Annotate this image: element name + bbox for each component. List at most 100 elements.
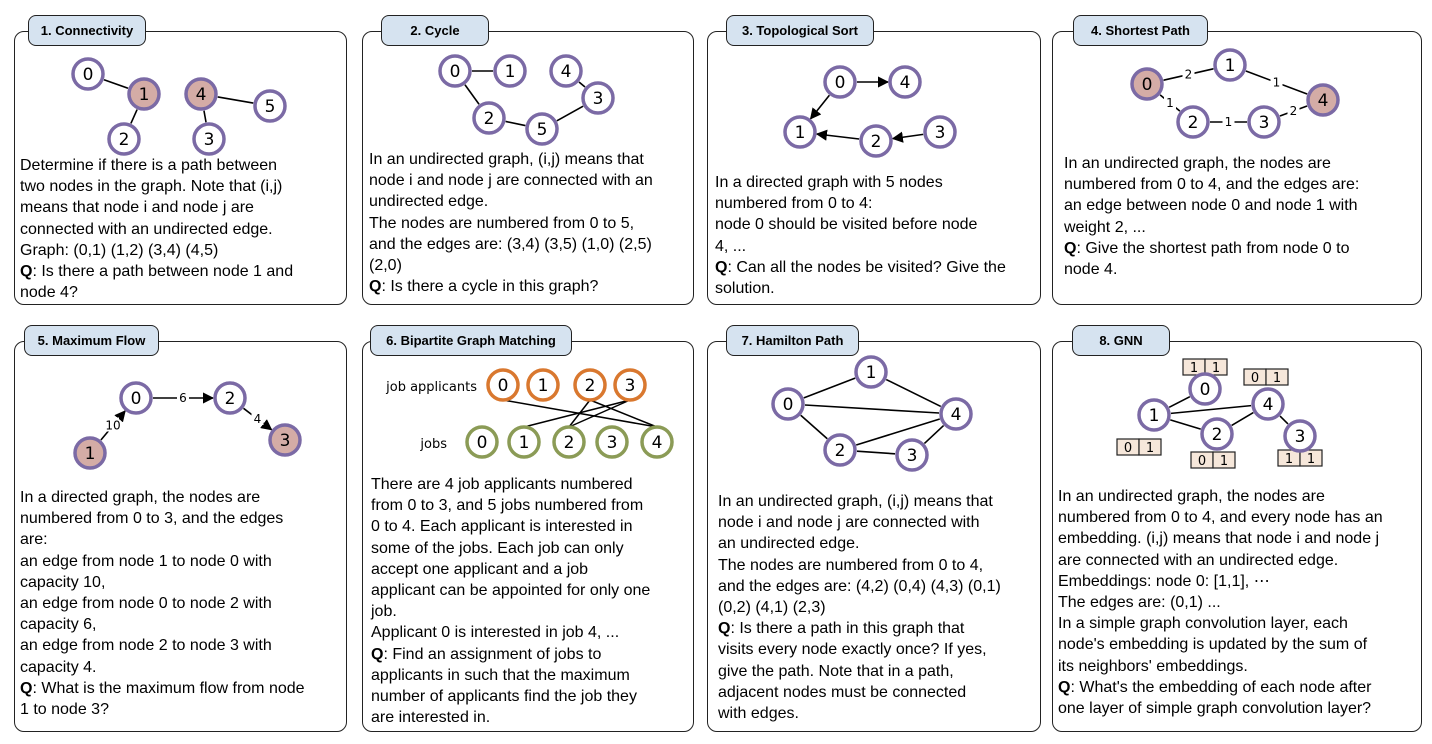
line-text: and the edges are: (3,4) (3,5) (1,0) (2,… [369,235,652,253]
node-circle [268,423,302,457]
node-circle [854,355,888,389]
text-line: The edges are: (0,1) ... [1058,592,1383,613]
weight-bg [1164,95,1176,109]
text-line: accept one applicant and a job [371,559,650,580]
line-text: are: [20,531,48,549]
line-text: : Can all the nodes be visited? Give the [727,258,1006,276]
text-line: node 4. [1064,259,1359,280]
node-circle [493,54,527,88]
node-label: 3 [935,123,946,143]
line-text: an undirected edge. [718,535,860,553]
edge [803,377,856,399]
node-circle [525,112,559,146]
text-line: some of the jobs. Each job can only [371,538,650,559]
graph-node: 2 [107,122,141,156]
edge-weight: 1 [1273,76,1281,90]
graph-node: 3 [895,438,929,472]
line-text: some of the jobs. Each job can only [371,539,624,557]
line-text: : Is there a cycle in this graph? [381,278,599,296]
line-text: are connected with an undirected edge. [1058,551,1339,569]
node-label: 1 [519,433,530,453]
node-label: 0 [477,433,488,453]
node-label: 4 [1263,395,1274,415]
node-label: 3 [593,89,604,109]
edge [855,418,941,446]
node-label: 4 [951,405,962,425]
line-text: 0 to 4. Each applicant is interested in [371,518,633,536]
line-text: are interested in. [371,709,491,727]
graph-node: 2 [1176,105,1210,139]
line-text: connected with an undirected edge. [20,220,273,238]
line-text: an edge between node 0 and node 1 with [1064,197,1358,215]
node-label: 4 [1318,91,1329,111]
node-circle [486,368,520,402]
line-text: embedding. (i,j) means that node i and n… [1058,530,1380,548]
line-text: node's embedding is updated by the sum o… [1058,636,1368,654]
panel-title: 5. Maximum Flow [24,325,159,356]
graph-node: 3 [1283,419,1317,453]
line-text: : Give the shortest path from node 0 to [1076,239,1350,257]
line-text: : Find an assignment of jobs to [383,645,602,663]
line-text: In a directed graph with 5 nodes [715,174,943,191]
line-text: : Is there a path in this graph that [730,620,965,638]
node-circle [119,381,153,415]
line-text: In an undirected graph, (i,j) means that [369,151,644,168]
text-line: applicant can be appointed for only one [371,580,650,601]
graph-node: 2 [213,381,247,415]
node-circle [1137,398,1171,432]
question-label: Q [1064,239,1077,257]
graph-node: 1 [854,355,888,389]
embedding-cell [1212,451,1236,469]
line-text: numbered from 0 to 4, and the edges are: [1064,176,1360,194]
node-label: 1 [1149,406,1160,426]
task-panel [707,31,1041,305]
node-label: 1 [139,85,150,105]
edge [800,414,828,440]
node-label: 1 [505,62,516,82]
line-text: : Is there a path between node 1 and [32,263,294,281]
line-text: applicant can be appointed for only one [371,582,651,600]
edge [217,96,254,104]
graph-node: 1 [73,436,107,470]
graph-node: 3 [613,368,647,402]
node-circle [640,425,674,459]
text-line: In a directed graph with 5 nodes [715,172,1006,193]
graph-node: 4 [939,397,973,431]
line-text: one layer of simple graph convolution la… [1058,700,1372,718]
line-text: In a simple graph convolution layer, eac… [1058,615,1348,633]
line-text: and the edges are: (4,2) (0,4) (4,3) (0,… [718,577,1001,595]
graph-node: 4 [1306,83,1340,117]
node-circle [549,54,583,88]
embedding-value: 0 [1251,371,1259,386]
embedding-cell [1299,449,1323,467]
text-line: In an undirected graph, (i,j) means that [718,491,1001,512]
node-label: 3 [1295,427,1306,447]
edge-weight: 2 [1290,104,1298,118]
text-line: and the edges are: (4,2) (0,4) (4,3) (0,… [718,576,1001,597]
graph-node: 4 [888,65,922,99]
edge [1168,396,1191,408]
line-text: capacity 6, [20,616,97,634]
graph-node: 1 [1213,48,1247,82]
graph-node: 2 [1200,417,1234,451]
line-text: give the path. Note that in a path, [718,662,954,680]
text-line: job. [371,601,650,622]
node-circle [213,381,247,415]
line-text: In an undirected graph, the nodes are [1058,488,1325,505]
node-circle [1213,48,1247,82]
graph-node: 5 [525,112,559,146]
text-line: from 0 to 3, and 5 jobs numbered from [371,495,650,516]
line-text: Applicant 0 is interested in job 4, ... [371,624,620,642]
text-line: are connected with an undirected edge. [1058,550,1383,571]
edge-weight: 4 [254,412,262,426]
text-line: node 0 should be visited before node [715,214,1006,235]
line-text: capacity 4. [20,658,97,676]
text-line: numbered from 0 to 4, and every node has… [1058,507,1383,528]
line-text: 4, ... [715,237,747,255]
text-line: Q: What's the embedding of each node aft… [1058,677,1383,698]
embedding-value: 1 [1285,452,1293,467]
node-label: 1 [1225,56,1236,76]
embedding-value: 1 [1212,361,1220,376]
